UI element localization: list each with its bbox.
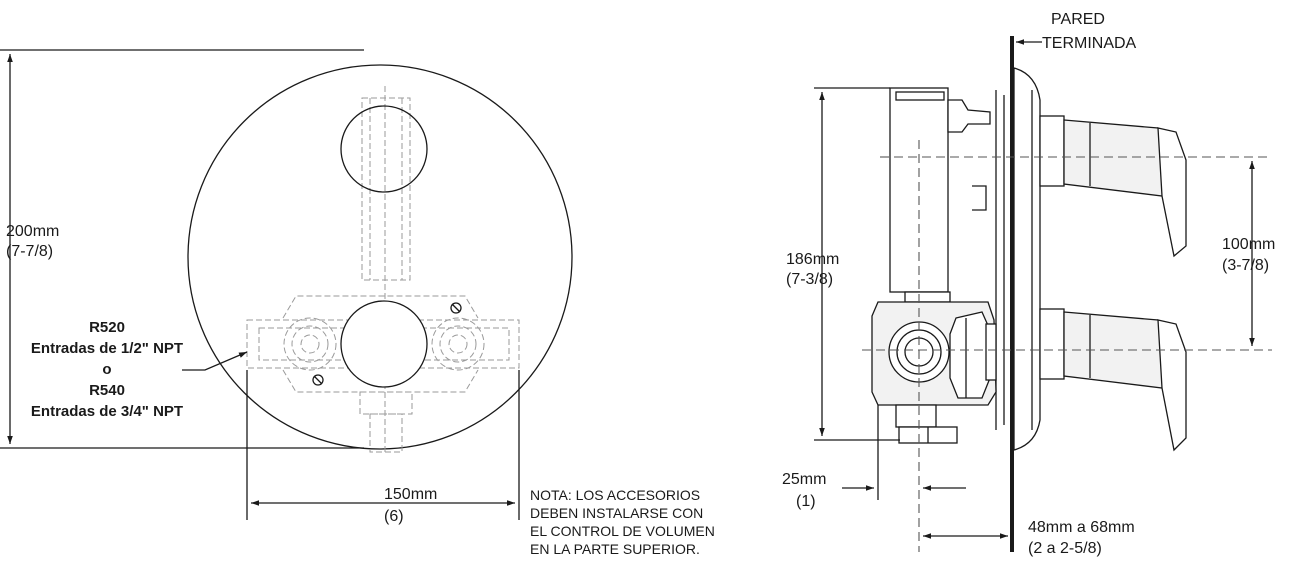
note-line-1: NOTA: LOS ACCESORIOS [530, 487, 700, 503]
r520-label: R520 [89, 319, 125, 336]
front-width-dimension [246, 370, 520, 520]
inlet-offset-dimension [842, 405, 966, 500]
side-top-handle [1039, 115, 1187, 258]
note-line-4: EN LA PARTE SUPERIOR. [530, 541, 700, 557]
side-bottom-handle [1039, 308, 1187, 452]
front-top-handle-opening [340, 105, 428, 193]
front-escutcheon [187, 64, 573, 450]
side-valve-body [871, 87, 997, 444]
front-width-in: (6) [384, 508, 404, 525]
wall-label-line-2: TERMINADA [1042, 35, 1137, 52]
wall-depth-in: (2 a 2-5/8) [1028, 540, 1102, 557]
front-height-dimension [0, 49, 364, 449]
side-height-in: (7-3/8) [786, 271, 833, 288]
front-width-mm: 150mm [384, 486, 437, 503]
inlet-offset-mm: 25mm [782, 471, 826, 488]
r540-inlets-label: Entradas de 3/4" NPT [31, 403, 183, 420]
wall-depth-mm: 48mm a 68mm [1028, 519, 1135, 536]
front-bottom-handle-opening [340, 300, 428, 388]
side-height-mm: 186mm [786, 251, 839, 268]
note-line-3: EL CONTROL DE VOLUMEN [530, 523, 715, 539]
wall-label-line-1: PARED [1051, 11, 1105, 28]
handle-spacing-mm: 100mm [1222, 236, 1275, 253]
inlet-leader [182, 351, 248, 371]
inlet-offset-in: (1) [796, 493, 816, 510]
front-view: 200mm (7-7/8) R520 Entradas de 1/2" NPT … [0, 49, 715, 557]
r540-label: R540 [89, 382, 125, 399]
front-hidden-valve [246, 86, 520, 453]
side-view: PARED TERMINADA [782, 11, 1275, 557]
side-height-dimension [814, 87, 900, 441]
front-height-mm: 200mm [6, 223, 59, 240]
r520-inlets-label: Entradas de 1/2" NPT [31, 340, 183, 357]
note-line-2: DEBEN INSTALARSE CON [530, 505, 703, 521]
side-escutcheon [1013, 67, 1041, 451]
or-label: o [102, 361, 111, 378]
handle-spacing-in: (3-7/8) [1222, 257, 1269, 274]
front-screws [312, 302, 462, 386]
front-height-in: (7-7/8) [6, 243, 53, 260]
